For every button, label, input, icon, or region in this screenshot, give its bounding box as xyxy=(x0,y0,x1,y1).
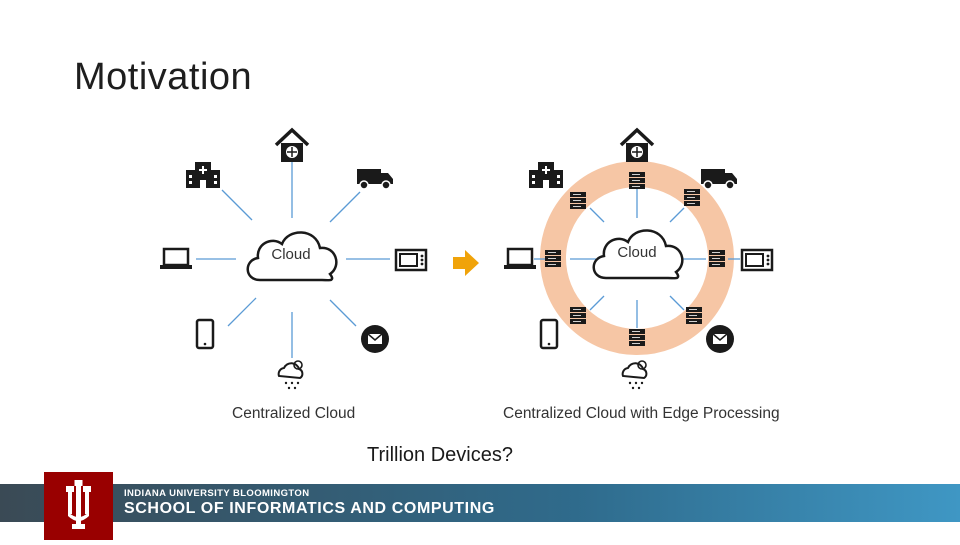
server-icon xyxy=(544,249,562,268)
left-diagram: Cloud xyxy=(158,128,428,391)
server-icon xyxy=(685,306,703,325)
right-connectors xyxy=(534,188,740,328)
server-icon xyxy=(569,306,587,325)
phone-icon xyxy=(539,318,559,350)
right-diagram: Cloud xyxy=(502,128,774,391)
house-icon xyxy=(274,128,310,164)
server-icon xyxy=(683,188,701,207)
server-icon xyxy=(628,171,646,190)
server-icon xyxy=(628,328,646,347)
arrow-right-icon xyxy=(453,250,479,276)
right-cloud-label: Cloud xyxy=(617,244,656,261)
server-icon xyxy=(708,249,726,268)
mail-icon xyxy=(705,324,735,354)
left-cloud-label: Cloud xyxy=(271,246,310,263)
footer-school: SCHOOL OF INFORMATICS AND COMPUTING xyxy=(124,500,495,517)
footer-university: INDIANA UNIVERSITY BLOOMINGTON xyxy=(124,488,310,499)
mail-icon xyxy=(360,324,390,354)
house-icon xyxy=(619,128,655,164)
iu-trident-icon xyxy=(44,472,113,540)
footer-bar xyxy=(0,484,960,522)
laptop-icon xyxy=(158,247,194,271)
truck-icon xyxy=(356,168,394,190)
slide-question: Trillion Devices? xyxy=(367,444,513,466)
hospital-icon xyxy=(528,161,564,189)
left-diagram-caption: Centralized Cloud xyxy=(232,405,356,422)
server-icon xyxy=(569,191,587,210)
microwave-icon xyxy=(394,248,428,272)
phone-icon xyxy=(195,318,215,350)
weather-icon xyxy=(277,360,304,391)
slide-title: Motivation xyxy=(74,56,253,98)
microwave-icon xyxy=(740,248,774,272)
truck-icon xyxy=(700,168,738,190)
right-diagram-caption: Centralized Cloud with Edge Processing xyxy=(503,405,780,422)
hospital-icon xyxy=(185,161,221,189)
left-connectors xyxy=(196,162,390,358)
laptop-icon xyxy=(502,247,538,271)
weather-icon xyxy=(621,360,648,391)
